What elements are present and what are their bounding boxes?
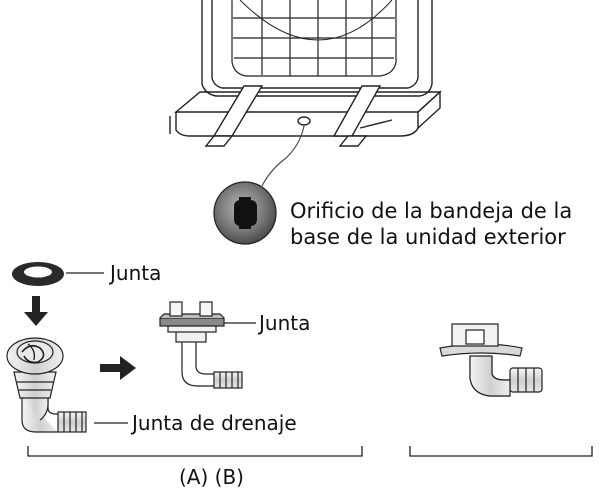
fan-grille <box>231 0 397 77</box>
arrow-down-icon <box>24 296 48 326</box>
installed-drain-joint <box>439 323 543 397</box>
seal-mounted-label: Junta <box>259 311 311 335</box>
drain-joint-label: Junta de drenaje <box>132 411 297 435</box>
bracket-a <box>27 446 363 457</box>
tray-orifice <box>297 116 311 126</box>
seal-ring-label: Junta <box>110 261 162 285</box>
drain-joint-part <box>6 337 87 433</box>
bracket-b <box>409 446 593 457</box>
steps-caption: (A) (B) <box>179 465 244 489</box>
outdoor-unit-base <box>169 0 442 147</box>
seal-ring <box>12 262 64 286</box>
orifice-leader-line <box>261 125 305 187</box>
arrow-right-icon <box>100 356 136 380</box>
drain-joint-with-seal <box>159 301 243 389</box>
orifice-magnified-hole <box>213 181 277 245</box>
orifice-label-line2: base de la unidad exterior <box>290 225 566 249</box>
orifice-label-line1: Orificio de la bandeja de la <box>290 199 573 223</box>
